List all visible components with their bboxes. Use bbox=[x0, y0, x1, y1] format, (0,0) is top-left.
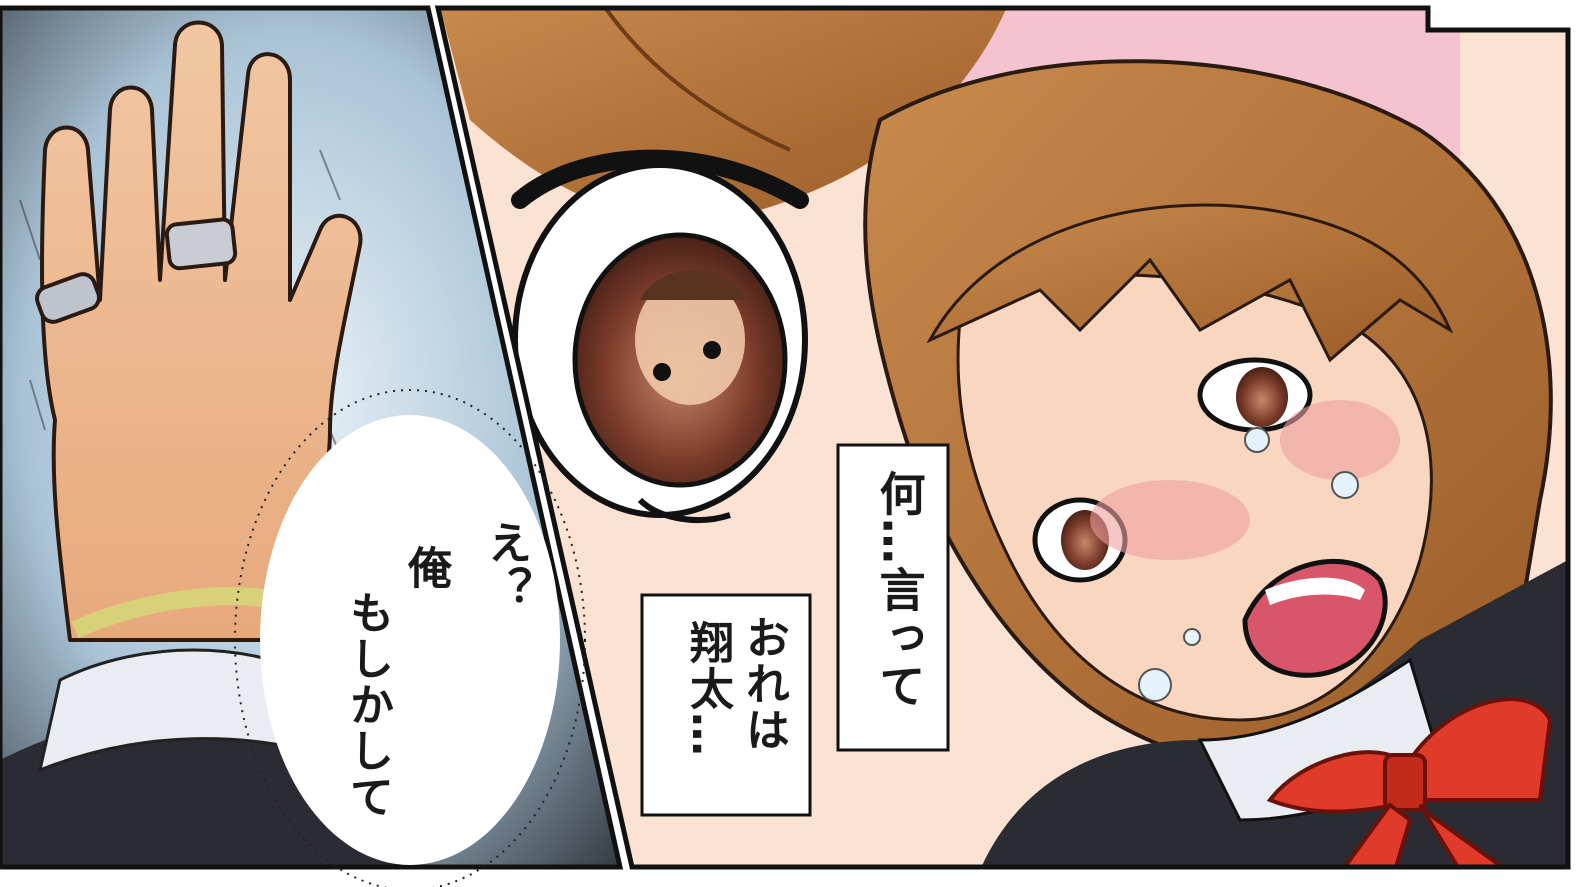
spiky-speech-bubble bbox=[234, 389, 586, 887]
girl-character bbox=[863, 59, 1568, 867]
bracelet-icon bbox=[71, 587, 277, 639]
caption-upper-text: 何…言って bbox=[872, 470, 927, 710]
bubble-line-3: もしかして bbox=[342, 590, 393, 820]
bubble-line-1: え？ bbox=[480, 520, 531, 612]
ring-icon bbox=[35, 272, 101, 324]
caption-lower-line-2: 翔太… bbox=[682, 620, 733, 758]
right-panel bbox=[438, 8, 1568, 867]
closeup-eye bbox=[511, 149, 809, 523]
caption-lower-line-1: おれは bbox=[738, 615, 789, 753]
caption-box-lower bbox=[640, 593, 812, 817]
ring-icon bbox=[164, 217, 238, 271]
caption-box-upper bbox=[836, 443, 950, 752]
bubble-line-2: 俺 bbox=[400, 545, 451, 591]
hand-icon bbox=[35, 20, 363, 642]
